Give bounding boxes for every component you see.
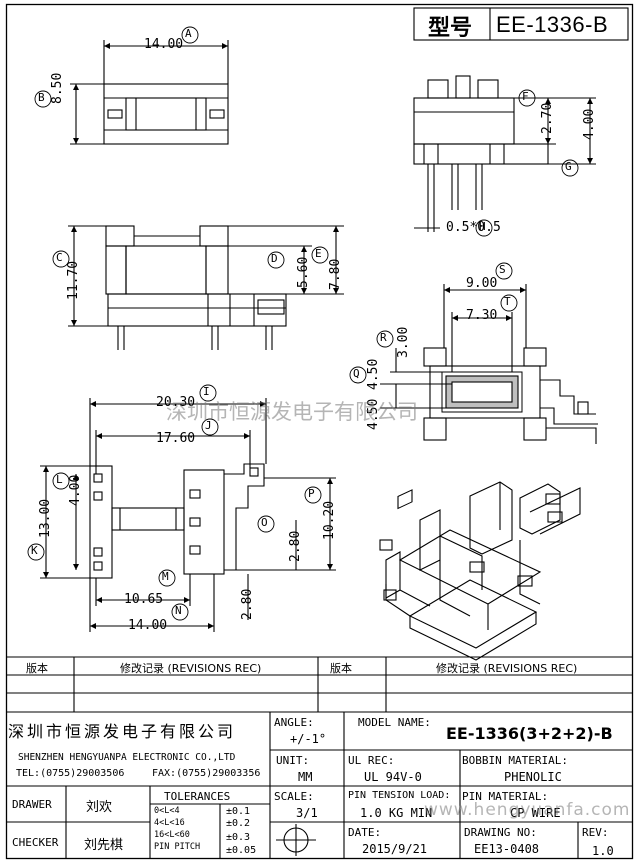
date-value: 2015/9/21	[362, 842, 428, 856]
tolerances-label: TOLERANCES	[164, 790, 231, 803]
rev-value: 1.0	[592, 844, 614, 858]
dim-h: 0.5*0.5	[446, 220, 501, 235]
dim-q: 4.50	[366, 358, 381, 390]
unit-label: UNIT:	[276, 754, 310, 767]
callout-j: J	[205, 419, 212, 432]
angle-value: +/-1°	[290, 732, 327, 746]
company-name-en: SHENZHEN HENGYUANPA ELECTRONIC CO.,LTD	[18, 752, 236, 763]
callout-d: D	[271, 252, 278, 265]
callout-m: M	[162, 570, 169, 583]
tol-range-3: PIN PITCH	[154, 842, 201, 852]
model-value: EE-1336-B	[496, 12, 609, 37]
dim-m2: 2.80	[240, 588, 255, 620]
revision-record-label: 修改记录 (REVISIONS REC)	[120, 662, 262, 675]
dim-c: 11.70	[66, 260, 81, 300]
dim-k: 13.00	[38, 498, 53, 538]
dim-a: 14.00	[144, 37, 184, 52]
dim-r: 3.00	[396, 326, 411, 358]
dim-j: 17.60	[156, 431, 196, 446]
callout-c: C	[56, 251, 63, 264]
rev-label: REV:	[582, 826, 609, 839]
dim-t: 7.30	[466, 308, 498, 323]
unit-value: MM	[298, 770, 313, 784]
dim-b: 8.50	[50, 72, 65, 104]
tol-range-0: 0<L<4	[154, 806, 180, 816]
drawer-value: 刘欢	[86, 800, 113, 815]
pin-material-value: CP WIRE	[510, 806, 561, 820]
drawer-label: DRAWER	[12, 798, 52, 811]
tol-value-1: ±0.2	[226, 818, 251, 829]
tol-value-0: ±0.1	[226, 806, 251, 817]
dim-o: 2.80	[288, 530, 303, 562]
revision-record-label-2: 修改记录 (REVISIONS REC)	[436, 662, 578, 675]
pin-material-label: PIN MATERIAL:	[462, 790, 549, 803]
callout-n: N	[175, 604, 182, 617]
date-label: DATE:	[348, 826, 382, 839]
checker-value: 刘先棋	[84, 838, 124, 853]
tol-value-2: ±0.3	[226, 832, 251, 843]
callout-h: H	[479, 220, 486, 233]
company-fax: FAX:(0755)29003356	[152, 768, 261, 779]
callout-k: K	[31, 544, 38, 557]
drawing-value: EE13-0408	[474, 842, 540, 856]
ul-label: UL REC:	[348, 754, 395, 767]
ul-value: UL 94V-0	[364, 770, 422, 784]
drawing-label: DRAWING NO:	[464, 826, 537, 839]
watermark-text: 深圳市恒源发电子有限公司	[166, 400, 418, 424]
callout-q: Q	[353, 367, 360, 380]
dim-n: 14.00	[128, 618, 168, 633]
callout-t: T	[504, 295, 511, 308]
callout-g: G	[565, 160, 572, 173]
callout-f: F	[522, 90, 529, 103]
model-name-label: MODEL NAME:	[358, 716, 431, 729]
company-tel: TEL:(0755)29003506	[16, 768, 125, 779]
company-name-cn: 深圳市恒源发电子有限公司	[8, 722, 237, 741]
tol-range-2: 16<L<60	[154, 830, 190, 840]
bobbin-label: BOBBIN MATERIAL:	[462, 754, 568, 767]
angle-label: ANGLE:	[274, 716, 314, 729]
dim-m: 10.65	[124, 592, 164, 607]
revision-version-label-2: 版本	[330, 662, 352, 675]
pin-tension-value: 1.0 KG MIN	[360, 806, 433, 820]
callout-l: L	[56, 473, 63, 486]
scale-value: 3/1	[296, 806, 318, 820]
revision-version-label: 版本	[26, 662, 48, 675]
callout-r: R	[380, 331, 387, 344]
callout-o: O	[261, 516, 268, 529]
bobbin-value: PHENOLIC	[504, 770, 562, 784]
tol-range-1: 4<L<16	[154, 818, 185, 828]
dim-i: 20.30	[156, 395, 196, 410]
dim-f: 2.70	[540, 102, 555, 134]
pin-tension-label: PIN TENSION LOAD:	[348, 790, 451, 801]
callout-i: I	[203, 385, 210, 398]
callout-p: P	[308, 487, 315, 500]
dim-p: 10.20	[322, 500, 337, 540]
dim-l: 4.00	[68, 474, 83, 506]
callout-a: A	[185, 27, 192, 40]
callout-e: E	[315, 247, 322, 260]
model-label: 型号	[428, 16, 473, 41]
tol-value-3: ±0.05	[226, 845, 257, 856]
callout-s: S	[499, 263, 506, 276]
dim-e: 7.80	[328, 258, 343, 290]
model-name-value: EE-1336(3+2+2)-B	[446, 724, 613, 743]
callout-b: B	[38, 91, 45, 104]
dim-d: 5.60	[296, 256, 311, 288]
checker-label: CHECKER	[12, 836, 59, 849]
dim-s: 9.00	[466, 276, 498, 291]
dim-g: 4.00	[582, 108, 597, 140]
watermark-url: www.hengyuanfa.com	[424, 800, 631, 820]
scale-label: SCALE:	[274, 790, 314, 803]
